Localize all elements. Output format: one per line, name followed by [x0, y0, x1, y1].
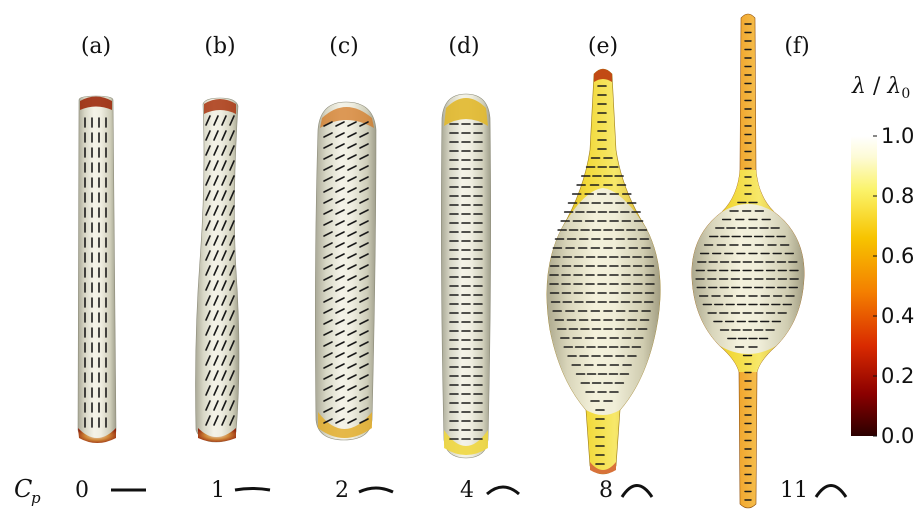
panel-label-a: (a) [81, 34, 111, 59]
cp-value-d: 4 [460, 478, 474, 503]
colorbar: λ / λ0 1.0 0.8 0.6 0.4 0.2 0.0 [851, 74, 914, 448]
colorbar-tick-label: 0.6 [881, 244, 914, 268]
shape-c [315, 102, 376, 440]
panel-label-e: (e) [588, 34, 618, 59]
cp-value-b: 1 [211, 478, 225, 503]
shape-e [547, 69, 660, 474]
panel-label-c: (c) [329, 34, 359, 59]
cp-value-a: 0 [75, 478, 89, 503]
cp-value-c: 2 [335, 478, 349, 503]
curvature-icon-d [487, 487, 519, 494]
colorbar-gradient [851, 136, 877, 436]
curvature-icon-c [359, 488, 393, 492]
colorbar-title: λ / λ0 [851, 74, 910, 102]
shape-f [692, 14, 804, 508]
panel-label-f: (f) [784, 34, 809, 59]
cp-value-e: 8 [599, 478, 613, 503]
curvature-icon-f [816, 486, 846, 498]
curvature-icon-e [622, 486, 652, 498]
cp-subscript: p [31, 489, 41, 507]
panel-label-b: (b) [204, 34, 235, 59]
colorbar-tick-label: 1.0 [881, 124, 914, 148]
cp-symbol: C [14, 475, 32, 503]
colorbar-tick-label: 0.4 [881, 304, 914, 328]
panel-labels: (a) (b) (c) (d) (e) (f) [81, 34, 810, 59]
colorbar-tick-label: 0.2 [881, 364, 914, 388]
colorbar-tick-label: 0.8 [881, 184, 914, 208]
curvature-icon-b [235, 489, 270, 491]
shape-b [196, 98, 240, 442]
shape-d [441, 94, 490, 458]
cp-row: C p 0 1 2 4 8 11 [14, 475, 846, 507]
shape-a [78, 96, 116, 443]
colorbar-ticks: 1.0 0.8 0.6 0.4 0.2 0.0 [873, 124, 914, 448]
panel-label-d: (d) [448, 34, 479, 59]
colorbar-tick-label: 0.0 [881, 424, 914, 448]
cp-value-f: 11 [780, 478, 808, 503]
